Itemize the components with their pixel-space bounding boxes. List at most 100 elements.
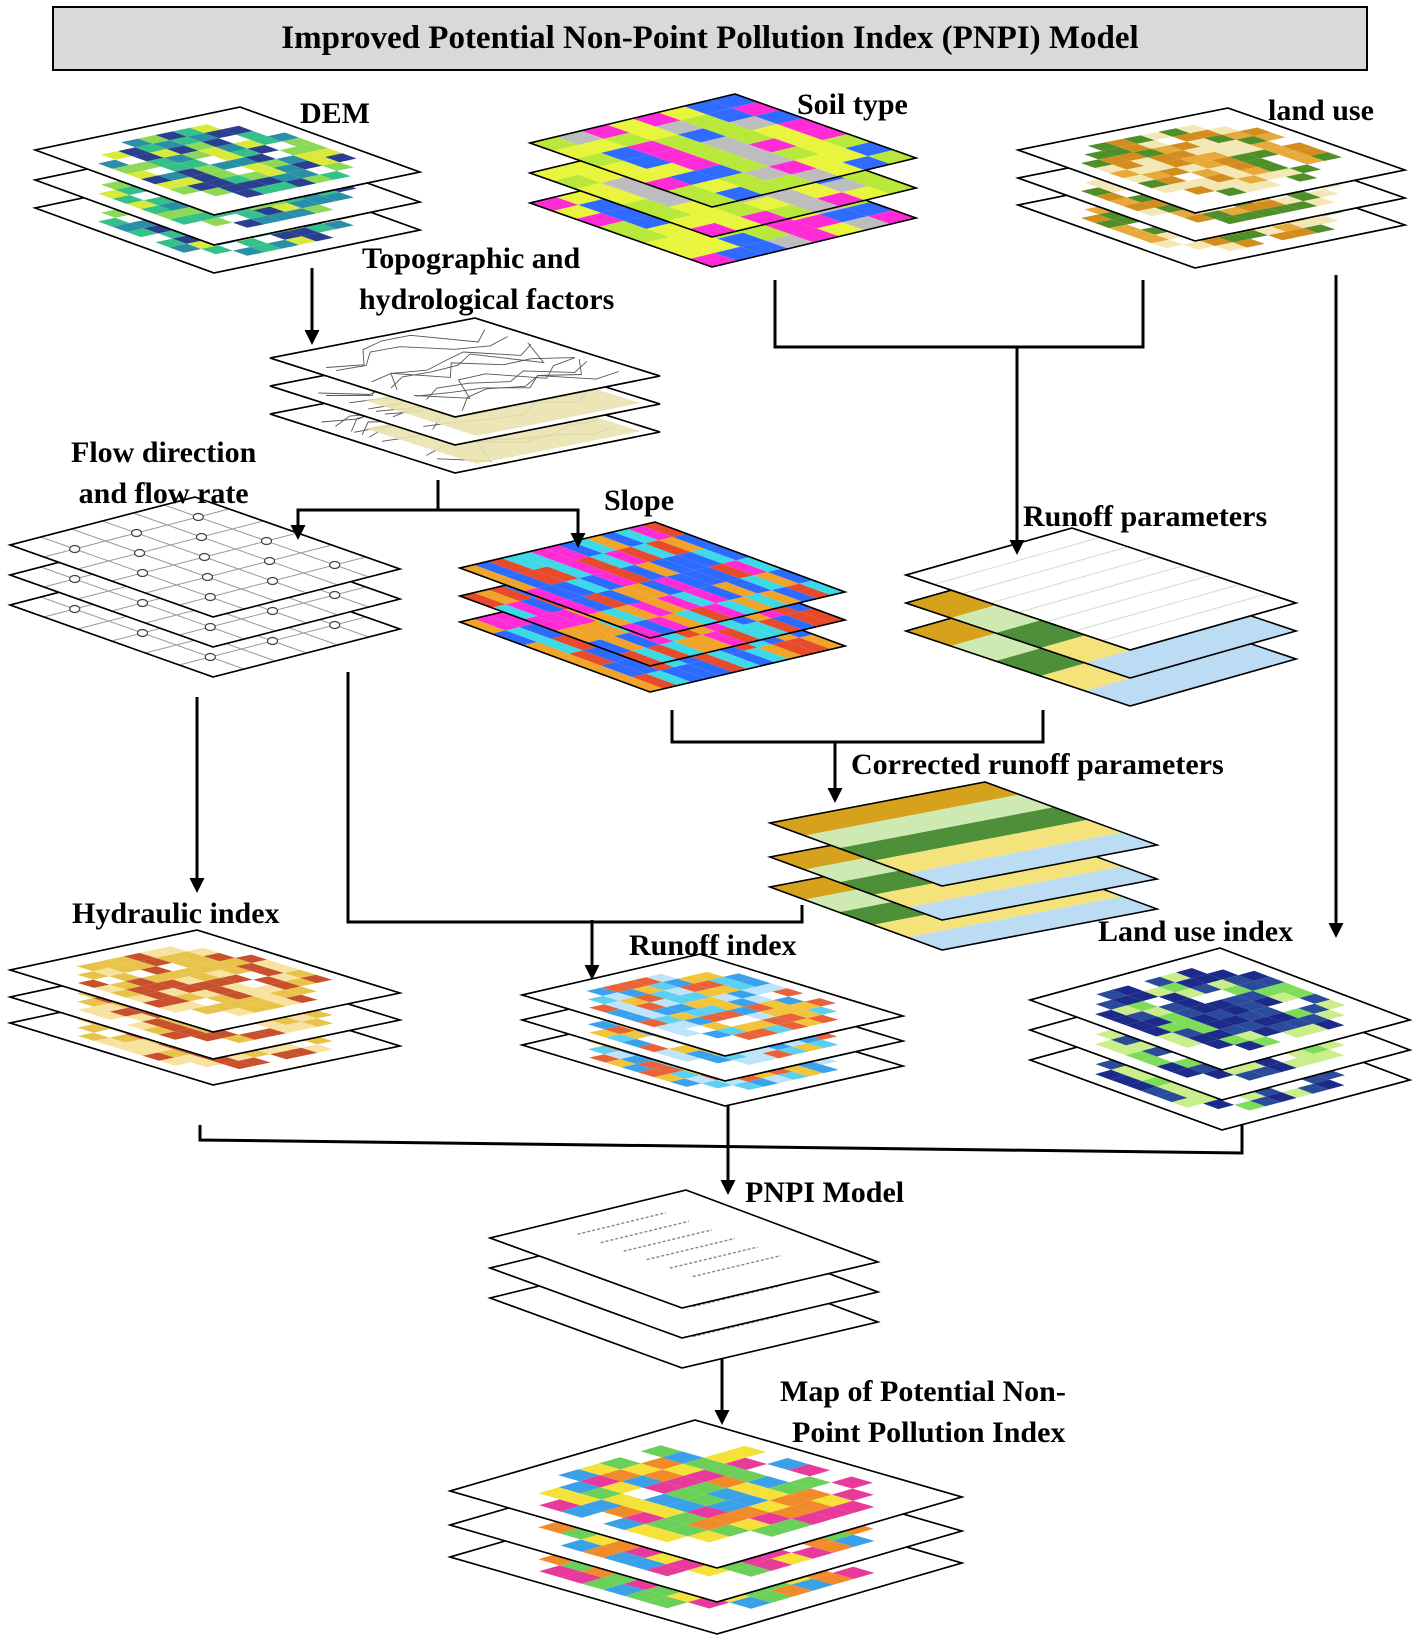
map-cell [1111,1005,1143,1016]
soil-cell [675,142,724,157]
stack-pnpi-model [487,1189,881,1369]
param-band [873,853,1123,908]
map-cell [666,1558,709,1571]
map-cell [1232,238,1265,248]
map-cell [98,189,130,199]
map-cell [77,998,110,1007]
map-cell [157,987,190,997]
param-band [838,807,1089,861]
map-cell [1087,142,1120,151]
map-cell [139,949,172,958]
soil-cell [666,184,715,199]
map-cell [724,1445,767,1458]
map-cell [1137,179,1170,189]
map-cell [215,143,248,153]
map-cell [140,175,173,185]
map-cell [645,1564,688,1577]
slope-cell [690,548,737,564]
map-cell [633,993,666,1003]
map-cell [142,1044,175,1053]
map-cell [98,159,130,169]
map-cell [94,1037,126,1046]
map-cell [1141,1016,1173,1027]
sheet-border [519,953,906,1057]
grid-node [329,620,341,630]
map-cell [267,211,300,221]
slope-cell [565,578,611,594]
slope-cell [646,670,692,686]
slope-cell [543,545,590,560]
map-cell [636,1010,668,1019]
map-cell [716,1026,748,1036]
map-cell [187,956,220,965]
slope-cell [666,573,712,589]
map-cell [250,243,282,253]
map-cell [1159,982,1191,993]
formula-line [600,1220,690,1244]
map-cell [172,235,205,244]
stack-corrected-runoff [767,781,1160,951]
map-cell [1137,207,1170,217]
map-cell [169,243,202,253]
soil-cell [666,244,715,259]
map-cell [1126,1071,1158,1081]
map-cell [791,1546,834,1559]
map-cell [1203,1069,1235,1080]
arrow-topo-to-flow [290,508,438,540]
map-cell [1162,158,1194,168]
map-cell [173,984,206,993]
map-cell [212,152,245,161]
map-cell [709,985,742,994]
map-cell [729,1596,772,1609]
map-cell [789,1476,831,1489]
map-cell [678,983,710,992]
map-cell [174,992,207,1002]
soil-cell [726,130,775,145]
label-hydraulic-index: Hydraulic index [72,897,280,930]
soil-cell [692,238,741,253]
map-cell [708,976,740,986]
map-cell [1289,164,1322,174]
map-cell [661,1451,704,1464]
map-cell [171,951,204,960]
stack-land-use [1015,107,1408,269]
map-cell [205,986,238,995]
map-cell [559,1527,602,1540]
map-cell [174,1001,207,1010]
map-cell [267,132,300,142]
map-cell [175,168,208,177]
map-cell [1126,165,1159,175]
formula-line [669,1246,759,1269]
map-cell [1123,174,1156,184]
map-cell [190,1033,223,1042]
map-cell [1234,1040,1266,1051]
map-cell [1278,150,1311,160]
map-cell [725,1457,767,1470]
map-cell [1239,127,1272,136]
slope-cell [582,621,629,637]
map-cell [1172,133,1205,142]
map-cell [1237,990,1269,1001]
map-cell [1140,226,1173,235]
map-cell [750,1558,793,1571]
param-band [804,794,1054,849]
map-cell [124,961,157,970]
map-cell [641,1457,684,1470]
stream-line [326,329,486,368]
map-cell [1232,211,1265,221]
table-line [933,536,1101,585]
map-cell [322,220,354,229]
map-cell [172,177,205,186]
map-cell [237,987,270,997]
map-cell [253,176,285,186]
map-cell [1144,162,1177,171]
slope-cell [515,551,562,567]
map-cell [602,1539,645,1552]
map-cell [1201,237,1233,246]
slope-cell [646,644,692,660]
grid-node [204,592,216,602]
map-cell [1098,183,1131,193]
soil-cell [575,152,624,167]
map-cell [1095,999,1127,1010]
map-cell [123,952,156,962]
